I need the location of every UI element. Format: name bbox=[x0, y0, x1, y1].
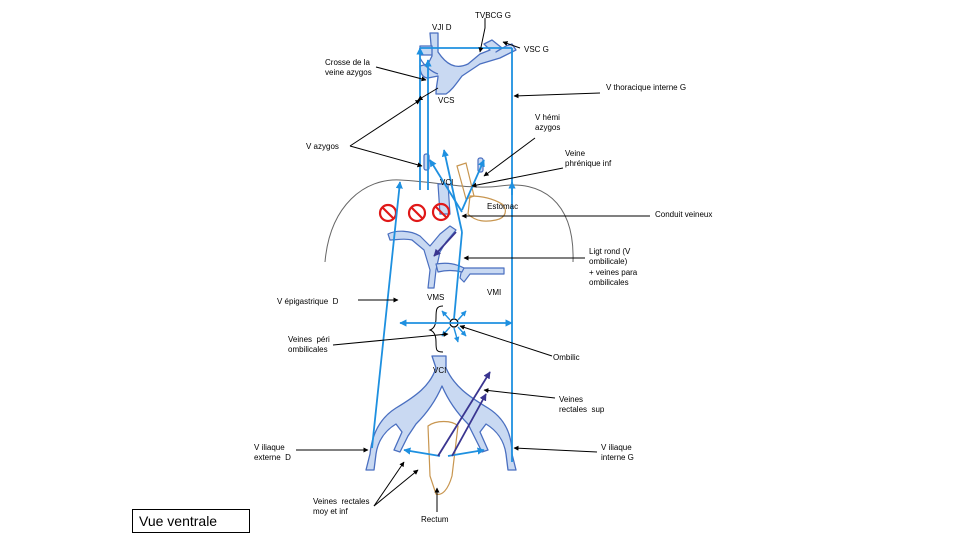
portal-system bbox=[387, 225, 505, 289]
label-v-hemi-azygos: V hémi azygos bbox=[535, 113, 561, 132]
label-veine-phrenique-inf: Veine phrénique inf bbox=[565, 149, 612, 168]
deep-vein-arrows bbox=[433, 231, 491, 457]
label-v-iliaque-interne-g: V iliaque interne G bbox=[601, 443, 634, 462]
label-vmi: VMI bbox=[487, 288, 502, 297]
diaphragm-outline bbox=[324, 179, 574, 263]
label-veines-rectales-moy-inf: Veines rectales moy et inf bbox=[313, 497, 370, 516]
label-rectum: Rectum bbox=[421, 515, 449, 524]
label-ligt-rond: Ligt rond (V ombilicale) bbox=[589, 247, 631, 266]
label-veines-para-ombilicales: + veines para ombilicales bbox=[589, 268, 638, 287]
periumbilical-brace bbox=[428, 305, 444, 353]
label-vcs: VCS bbox=[438, 96, 455, 105]
label-v-thoracique-interne-g: V thoracique interne G bbox=[606, 83, 687, 92]
label-v-azygos: V azygos bbox=[306, 142, 339, 151]
label-v-iliaque-externe-d: V iliaque externe D bbox=[254, 443, 291, 462]
label-estomac: Estomac bbox=[487, 202, 519, 211]
leader-arrows bbox=[296, 18, 650, 512]
periumbilical-radial-arrows bbox=[441, 310, 467, 343]
rectum bbox=[427, 420, 459, 495]
label-crosse-azygos: Crosse de la veine azygos bbox=[325, 58, 372, 77]
stop-signs bbox=[378, 202, 451, 223]
label-conduit-veineux: Conduit veineux bbox=[655, 210, 713, 219]
label-veines-rectales-sup: Veines rectales sup bbox=[559, 395, 605, 414]
label-v-epigastrique-d: V épigastrique D bbox=[277, 297, 339, 306]
label-vji-d: VJI D bbox=[432, 23, 452, 32]
svc-brachiocephalic-veins bbox=[419, 32, 517, 95]
label-tvbcg-g: TVBCG G bbox=[475, 11, 512, 20]
label-vms: VMS bbox=[427, 293, 445, 302]
label-ombilic: Ombilic bbox=[553, 353, 580, 362]
label-vci-bottom: VCI bbox=[433, 366, 447, 375]
stomach bbox=[467, 195, 506, 222]
view-caption: Vue ventrale bbox=[132, 509, 250, 533]
label-vci-top: VCI bbox=[440, 178, 454, 187]
stop-sign-3 bbox=[431, 202, 451, 222]
esophagus bbox=[456, 162, 475, 200]
lower-vci-iliac-veins bbox=[365, 355, 517, 471]
collateral-flow-lines bbox=[371, 47, 516, 462]
stop-sign-2 bbox=[407, 203, 427, 223]
label-vsc-g: VSC G bbox=[524, 45, 549, 54]
label-veines-peri-ombilicales: Veines péri ombilicales bbox=[288, 335, 330, 354]
